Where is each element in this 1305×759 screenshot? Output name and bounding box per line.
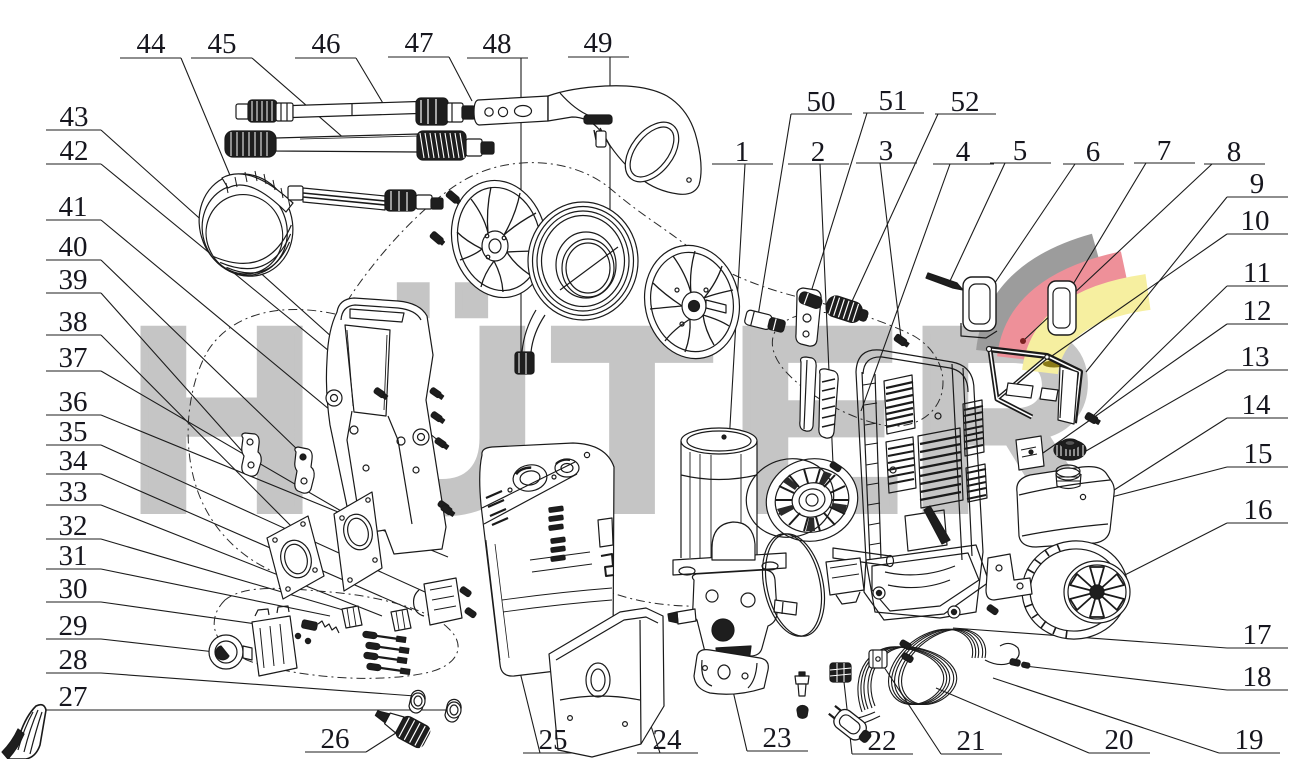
svg-text:37: 37 [59,342,88,374]
svg-text:1: 1 [735,136,750,168]
svg-text:26: 26 [321,723,350,755]
svg-text:25: 25 [539,724,568,756]
svg-text:6: 6 [1086,136,1101,168]
svg-text:8: 8 [1227,136,1242,168]
svg-text:34: 34 [59,445,89,477]
svg-text:24: 24 [653,724,683,756]
svg-text:14: 14 [1242,389,1272,421]
svg-text:49: 49 [584,27,613,59]
svg-text:18: 18 [1243,661,1272,693]
svg-text:45: 45 [208,28,237,60]
svg-text:9: 9 [1250,168,1265,200]
svg-text:28: 28 [59,644,88,676]
svg-text:43: 43 [60,101,89,133]
svg-text:10: 10 [1241,205,1270,237]
svg-text:41: 41 [59,191,88,223]
svg-text:33: 33 [59,476,88,508]
svg-text:48: 48 [483,28,512,60]
svg-text:47: 47 [405,27,434,59]
svg-text:20: 20 [1105,724,1134,756]
svg-text:29: 29 [59,610,88,642]
svg-text:36: 36 [59,386,88,418]
svg-text:44: 44 [137,28,167,60]
svg-text:15: 15 [1244,438,1273,470]
svg-text:46: 46 [312,28,341,60]
svg-text:39: 39 [59,264,88,296]
svg-text:21: 21 [957,725,986,757]
svg-text:17: 17 [1243,619,1272,651]
svg-text:40: 40 [59,231,88,263]
svg-text:50: 50 [807,86,836,118]
svg-text:7: 7 [1157,135,1172,167]
svg-text:16: 16 [1244,494,1273,526]
svg-text:52: 52 [951,86,980,118]
svg-text:32: 32 [59,510,88,542]
svg-text:38: 38 [59,306,88,338]
svg-text:23: 23 [763,722,792,754]
svg-text:35: 35 [59,416,88,448]
svg-text:3: 3 [879,135,894,167]
svg-text:12: 12 [1243,295,1272,327]
svg-text:2: 2 [811,136,826,168]
svg-text:13: 13 [1241,341,1270,373]
svg-text:27: 27 [59,681,88,713]
svg-text:22: 22 [868,725,897,757]
svg-text:31: 31 [59,540,88,572]
svg-text:42: 42 [60,135,89,167]
svg-text:5: 5 [1013,135,1028,167]
svg-text:4: 4 [956,136,971,168]
svg-text:11: 11 [1243,257,1271,289]
svg-text:19: 19 [1235,724,1264,756]
svg-text:30: 30 [59,573,88,605]
svg-text:51: 51 [879,85,908,117]
